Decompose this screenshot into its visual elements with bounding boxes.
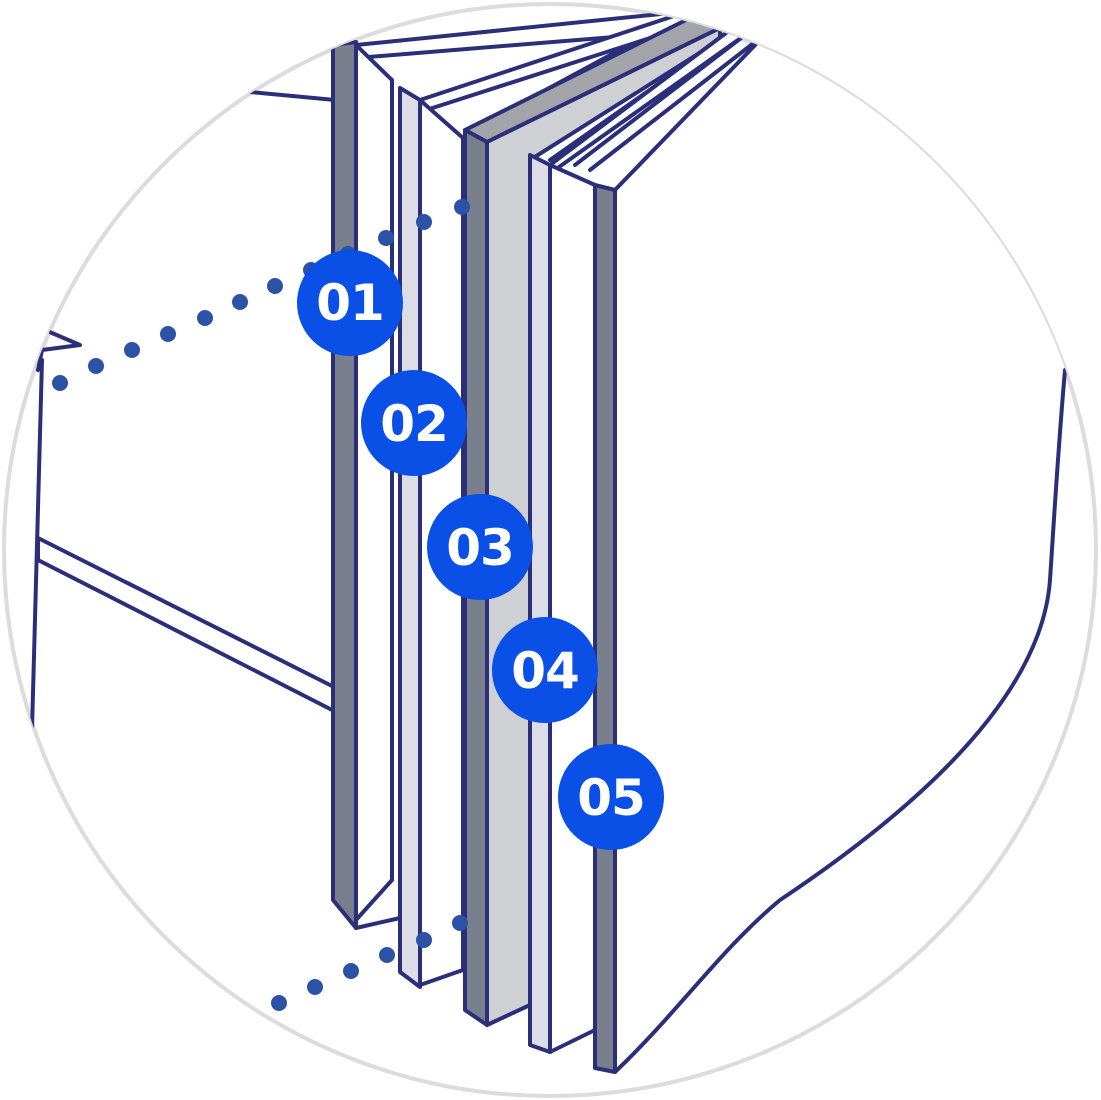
layer-04 [528,28,747,1054]
badge-02: 02 [361,370,467,476]
background-box [30,90,338,732]
badge-01: 01 [297,250,403,356]
back-page [613,38,1096,1074]
dotted-leader-top [52,199,470,391]
badge-02-label: 02 [380,395,448,453]
badge-03-label: 03 [446,519,514,577]
badge-01-label: 01 [316,274,384,332]
layer-02 [398,12,702,989]
badge-04-label: 04 [511,642,579,700]
layer-05 [593,183,617,1074]
badge-04: 04 [492,617,598,723]
dotted-leader-bottom [271,915,468,1011]
badge-05: 05 [558,744,664,850]
badge-03: 03 [427,494,533,600]
illustration-content: 01 02 03 04 05 [30,8,1096,1074]
badge-05-label: 05 [577,769,645,827]
